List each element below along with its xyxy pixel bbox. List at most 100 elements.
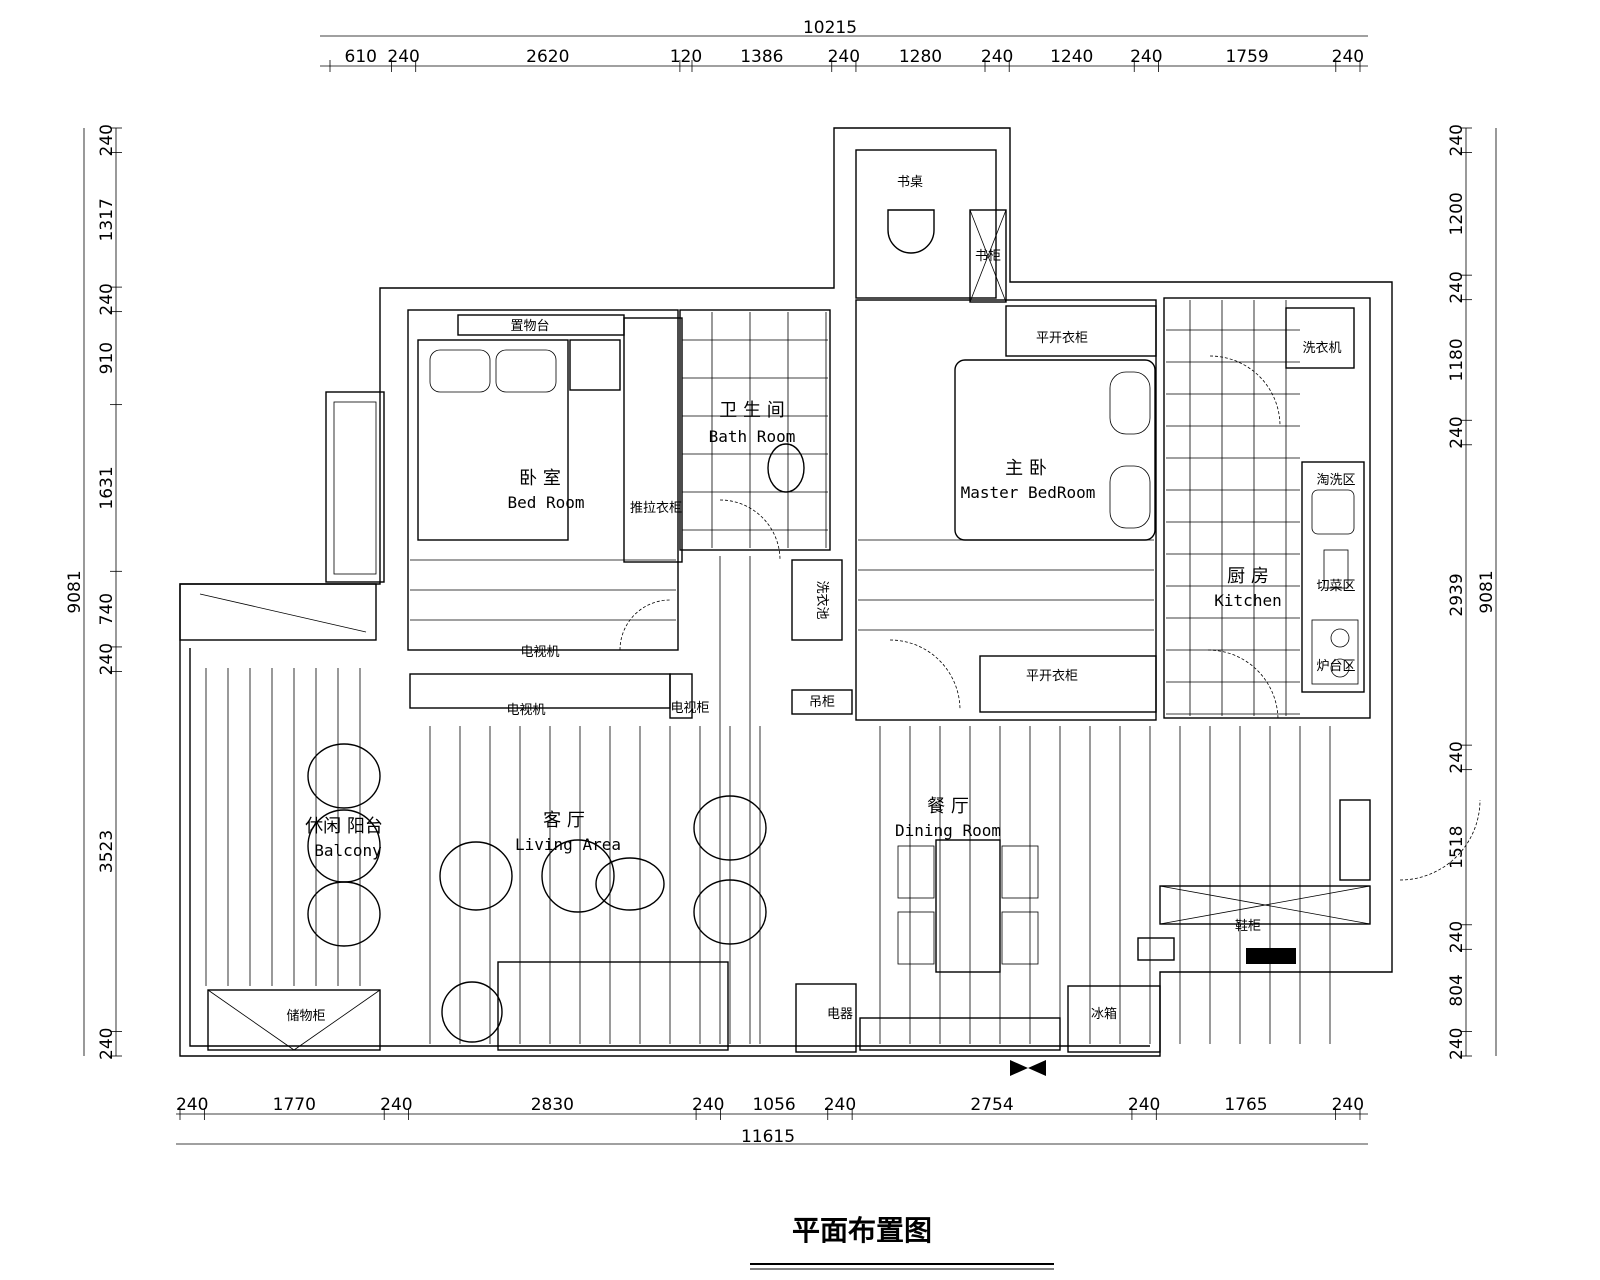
entry-marker <box>1010 1060 1046 1076</box>
dim-right-7: 1518 <box>1447 826 1467 869</box>
dim-left-1: 1317 <box>97 198 117 241</box>
fridge <box>1067 985 1161 1053</box>
label-balcony-cn: 休闲 阳台 <box>305 816 383 837</box>
toilet <box>767 443 805 493</box>
desk-chair <box>887 209 935 254</box>
dining-table <box>935 839 1001 973</box>
label-bookcase: 书柜 <box>975 249 1001 264</box>
dim-top-7: 240 <box>981 47 1013 67</box>
label-bedroom-en: Bed Room <box>507 493 584 512</box>
label-tv-bedroom: 电视机 <box>520 645 559 660</box>
wardrobe-bottom <box>979 655 1157 713</box>
dim-right-5: 2939 <box>1447 573 1467 616</box>
label-stove-area: 炉台区 <box>1316 659 1355 674</box>
dim-bottom-3: 2830 <box>531 1095 574 1115</box>
dim-bottom-6: 240 <box>824 1095 856 1115</box>
label-sliding-wardrobe: 推拉衣柜 <box>630 500 682 516</box>
label-cabinet: 吊柜 <box>809 695 835 710</box>
dim-right-6: 240 <box>1447 741 1467 773</box>
label-shelf: 置物台 <box>510 319 549 334</box>
dim-bottom-total: 11615 <box>741 1127 795 1147</box>
bottom-dimension-chain: 11615 240 1770 240 2830 240 1056 240 2754 240 176… <box>176 1095 1368 1147</box>
label-cut-area: 切菜区 <box>1316 579 1355 594</box>
dim-top-6: 1280 <box>899 47 942 67</box>
dim-right-10: 240 <box>1447 1028 1467 1060</box>
dim-right-2: 240 <box>1447 271 1467 303</box>
label-wardrobe-top: 平开衣柜 <box>1036 330 1088 346</box>
plan-title: 平面布置图 <box>792 1214 932 1247</box>
floor-pattern <box>205 300 1331 1044</box>
dim-bottom-5: 1056 <box>752 1095 795 1115</box>
label-kitchen-en: Kitchen <box>1214 591 1281 610</box>
label-wash-area: 淘洗区 <box>1316 473 1355 488</box>
bed <box>417 339 569 541</box>
room-labels: 卧 室 Bed Room 卫 生 间 Bath Room 主 卧 Master … <box>305 400 1282 860</box>
label-bathroom-cn: 卫 生 间 <box>719 400 784 421</box>
dim-left-total: 9081 <box>65 570 85 613</box>
dim-right-9: 804 <box>1447 974 1467 1006</box>
label-storage: 储物柜 <box>286 1009 325 1024</box>
label-bathroom-en: Bath Room <box>709 427 796 446</box>
dim-bottom-2: 240 <box>380 1095 412 1115</box>
dim-top-4: 1386 <box>740 47 783 67</box>
dim-left-3: 910 <box>97 342 117 374</box>
dim-left-4: 1631 <box>97 466 117 509</box>
coffee-table <box>541 839 615 913</box>
dim-left-5: 740 <box>97 593 117 625</box>
label-dining-en: Dining Room <box>895 821 1001 840</box>
label-dining-cn: 餐 厅 <box>927 796 969 817</box>
label-fridge: 冰箱 <box>1091 1006 1117 1022</box>
dim-right-1: 1200 <box>1447 192 1467 235</box>
dim-top-0: 610 <box>345 47 377 67</box>
label-laundry: 洗衣池 <box>814 580 830 619</box>
furniture <box>207 209 1481 1076</box>
dim-bottom-8: 240 <box>1128 1095 1160 1115</box>
master-bed <box>954 359 1156 541</box>
label-balcony-en: Balcony <box>314 841 382 860</box>
dim-top-8: 1240 <box>1050 47 1093 67</box>
label-tv-living: 电视机 <box>506 703 545 718</box>
label-appliance: 电器 <box>827 1007 853 1022</box>
label-shoe-cabinet: 鞋柜 <box>1235 918 1261 934</box>
dim-bottom-1: 1770 <box>273 1095 316 1115</box>
laundry-sink <box>791 559 843 641</box>
dim-top-10: 1759 <box>1225 47 1268 67</box>
dim-left-6: 240 <box>97 643 117 675</box>
label-desk: 书桌 <box>897 175 923 190</box>
label-washer: 洗衣机 <box>1302 340 1341 356</box>
washer <box>1285 307 1355 369</box>
dim-left-2: 240 <box>97 283 117 315</box>
dim-bottom-7: 2754 <box>970 1095 1013 1115</box>
label-bedroom-cn: 卧 室 <box>519 468 561 489</box>
dim-left-7: 3523 <box>97 830 117 873</box>
sofa <box>497 961 729 1051</box>
dim-right-0: 240 <box>1447 124 1467 156</box>
sliding-wardrobe <box>623 317 683 563</box>
dim-right-4: 240 <box>1447 416 1467 448</box>
dim-top-3: 120 <box>670 47 702 67</box>
step-marker <box>1246 948 1296 964</box>
furniture-labels: 置物台 推拉衣柜 电视机 电视机 电视柜 书桌 书柜 平开衣柜 平开衣柜 洗衣机… <box>286 175 1355 1024</box>
dim-left-8: 240 <box>97 1028 117 1060</box>
label-master-en: Master BedRoom <box>961 483 1096 502</box>
dim-bottom-9: 1765 <box>1224 1095 1267 1115</box>
dim-bottom-0: 240 <box>176 1095 208 1115</box>
label-wardrobe-bottom: 平开衣柜 <box>1026 668 1078 684</box>
dim-right-8: 240 <box>1447 921 1467 953</box>
label-living-en: Living Area <box>515 835 621 854</box>
label-master-cn: 主 卧 <box>1005 458 1047 479</box>
dim-right-total: 9081 <box>1477 570 1497 613</box>
dim-top-5: 240 <box>828 47 860 67</box>
dim-bottom-4: 240 <box>692 1095 724 1115</box>
label-tv-cabinet: 电视柜 <box>670 701 709 716</box>
dim-top-2: 2620 <box>526 47 569 67</box>
label-living-cn: 客 厅 <box>543 810 585 831</box>
dim-top-1: 240 <box>387 47 419 67</box>
dim-right-3: 1180 <box>1447 338 1467 381</box>
kitchen-counter <box>1301 461 1365 693</box>
wardrobe-top <box>1005 305 1157 357</box>
dim-bottom-10: 240 <box>1332 1095 1364 1115</box>
